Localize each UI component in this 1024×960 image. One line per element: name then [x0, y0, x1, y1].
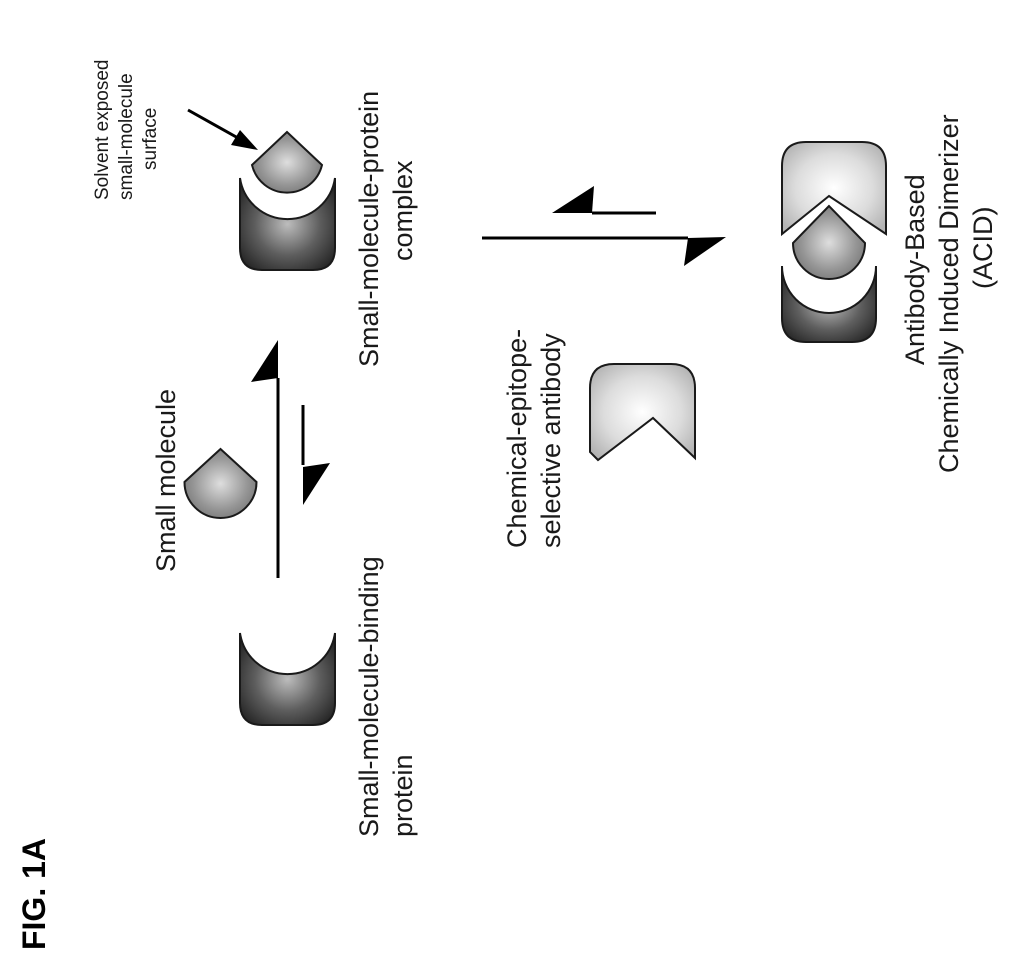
label-complex: Small-molecule-protein complex — [354, 83, 418, 367]
equilibrium-arrows-vertical — [251, 340, 330, 578]
solvent-surface-pointer-arrow — [187, 108, 258, 150]
acid-complex-shape — [781, 141, 887, 343]
figure-label: FIG. 1A — [16, 838, 52, 950]
label-binding-protein: Small-molecule-binding protein — [354, 549, 418, 837]
label-small-molecule: Small molecule — [151, 389, 181, 572]
binding-protein-shape — [239, 632, 336, 726]
label-antibody: Chemical-epitope- selective antibody — [502, 321, 566, 548]
label-solvent-surface: Solvent exposed small-molecule surface — [92, 54, 161, 200]
label-acid: Antibody-Based Chemically Induced Dimeri… — [900, 107, 998, 473]
complex-shape — [239, 127, 336, 271]
small-molecule-shape — [183, 447, 258, 519]
antibody-shape — [589, 363, 696, 462]
equilibrium-arrows-horizontal — [482, 186, 726, 266]
